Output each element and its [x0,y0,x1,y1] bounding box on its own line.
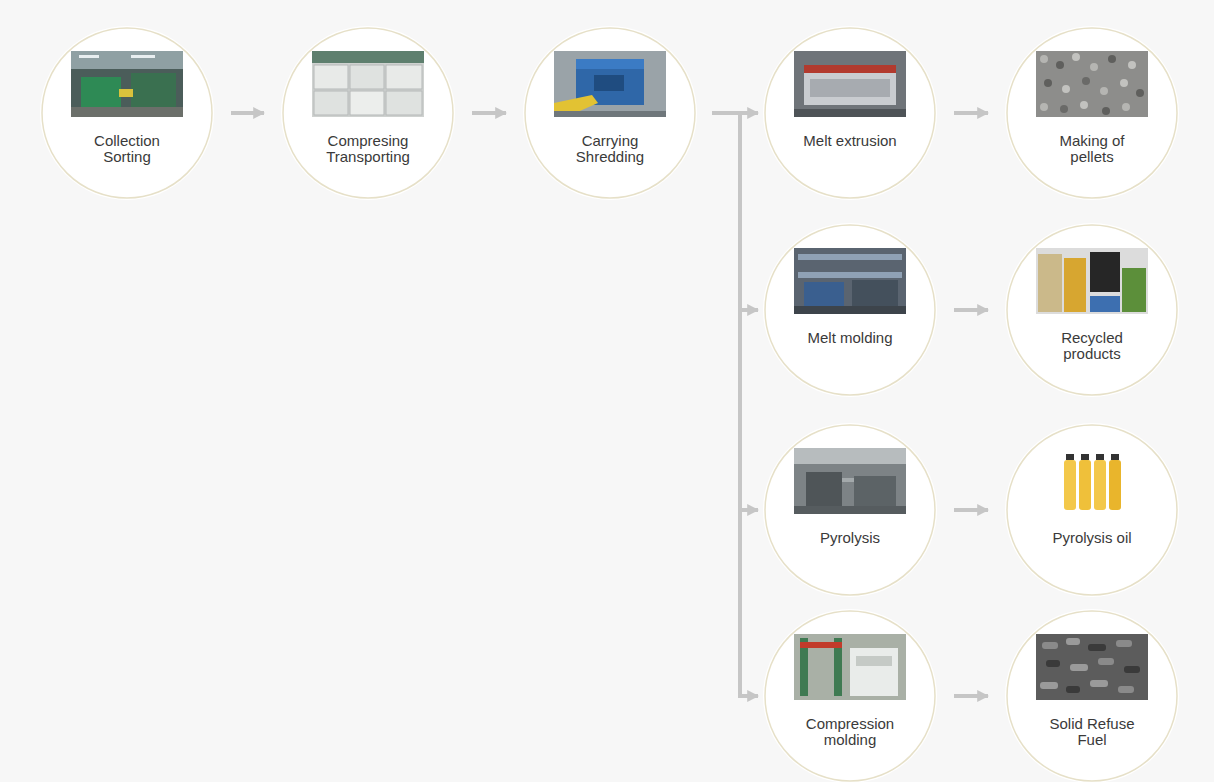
circle-fill [1005,223,1179,397]
circle-border [1007,425,1177,595]
circle-border [1007,611,1177,781]
flow-arrow [472,111,506,115]
circle-outline [282,27,454,199]
step-label: Making of pellets [1042,133,1142,165]
circle-fill [40,26,214,200]
flow-arrow [954,694,988,698]
extruder-photo [794,51,906,117]
circle-outline [1006,424,1178,596]
circle-fill [763,423,937,597]
circle-outline [764,27,936,199]
process-circle: Solid Refuse Fuel [1006,610,1178,782]
process-circle: Melt molding [764,224,936,396]
pyrolysis-photo [794,448,906,514]
circle-outline [764,424,936,596]
label-group: Recycled products [1042,330,1142,362]
circle-fill [1005,423,1179,597]
circle-border [1007,225,1177,395]
pellets-photo [1036,51,1148,117]
circle-border [765,611,935,781]
circle-fill [281,26,455,200]
circle-outline [764,610,936,782]
label-group: Melt extrusion [800,133,900,149]
label-group: Making of pellets [1042,133,1142,165]
process-circle: Carrying Shredding [524,27,696,199]
process-circle: Collection Sorting [41,27,213,199]
step-label: Collection Sorting [77,133,177,165]
step-label: Pyrolysis oil [1042,530,1142,546]
step-label: Carrying Shredding [560,133,660,165]
circle-outline [1006,224,1178,396]
step-label: Compression molding [800,716,900,748]
process-circle: Recycled products [1006,224,1178,396]
bales-photo [312,51,424,117]
flow-arrow [712,113,758,310]
circle-fill [763,26,937,200]
label-group: Pyrolysis oil [1042,530,1142,546]
process-circle: Pyrolysis oil [1006,424,1178,596]
step-label: Recycled products [1042,330,1142,362]
circle-outline [524,27,696,199]
circle-border [1007,28,1177,198]
circle-fill [763,223,937,397]
flow-arrow [954,508,988,512]
step-label: Melt molding [800,330,900,346]
circle-fill [523,26,697,200]
circle-outline [41,27,213,199]
flow-arrow [954,111,988,115]
label-group: Melt molding [800,330,900,346]
flow-arrow [231,111,264,115]
process-circle: Compression molding [764,610,936,782]
label-group: Compresing Transporting [318,133,418,165]
step-label: Melt extrusion [800,133,900,149]
process-circle: Melt extrusion [764,27,936,199]
circle-outline [1006,27,1178,199]
flow-arrow [712,113,758,696]
circle-border [525,28,695,198]
press-photo [794,634,906,700]
shredder-photo [554,51,666,117]
circle-border [765,28,935,198]
circle-border [765,425,935,595]
process-circle: Compresing Transporting [282,27,454,199]
process-circle: Making of pellets [1006,27,1178,199]
step-label: Pyrolysis [800,530,900,546]
molding-photo [794,248,906,314]
process-circle: Pyrolysis [764,424,936,596]
flow-arrow [954,308,988,312]
fuel-photo [1036,634,1148,700]
label-group: Carrying Shredding [560,133,660,165]
label-group: Collection Sorting [77,133,177,165]
label-group: Pyrolysis [800,530,900,546]
circle-outline [1006,610,1178,782]
circle-border [283,28,453,198]
products-photo [1036,248,1148,314]
circle-fill [763,609,937,782]
circle-border [765,225,935,395]
label-group: Solid Refuse Fuel [1042,716,1142,748]
oil-bottles [1064,454,1121,510]
label-group: Compression molding [800,716,900,748]
flow-arrow [712,113,758,510]
step-label: Solid Refuse Fuel [1042,716,1142,748]
circle-border [42,28,212,198]
circle-fills [40,26,1179,782]
step-label: Compresing Transporting [318,133,418,165]
circle-fill [1005,26,1179,200]
circle-outline [764,224,936,396]
circle-fill [1005,609,1179,782]
plant-photo [71,51,183,117]
